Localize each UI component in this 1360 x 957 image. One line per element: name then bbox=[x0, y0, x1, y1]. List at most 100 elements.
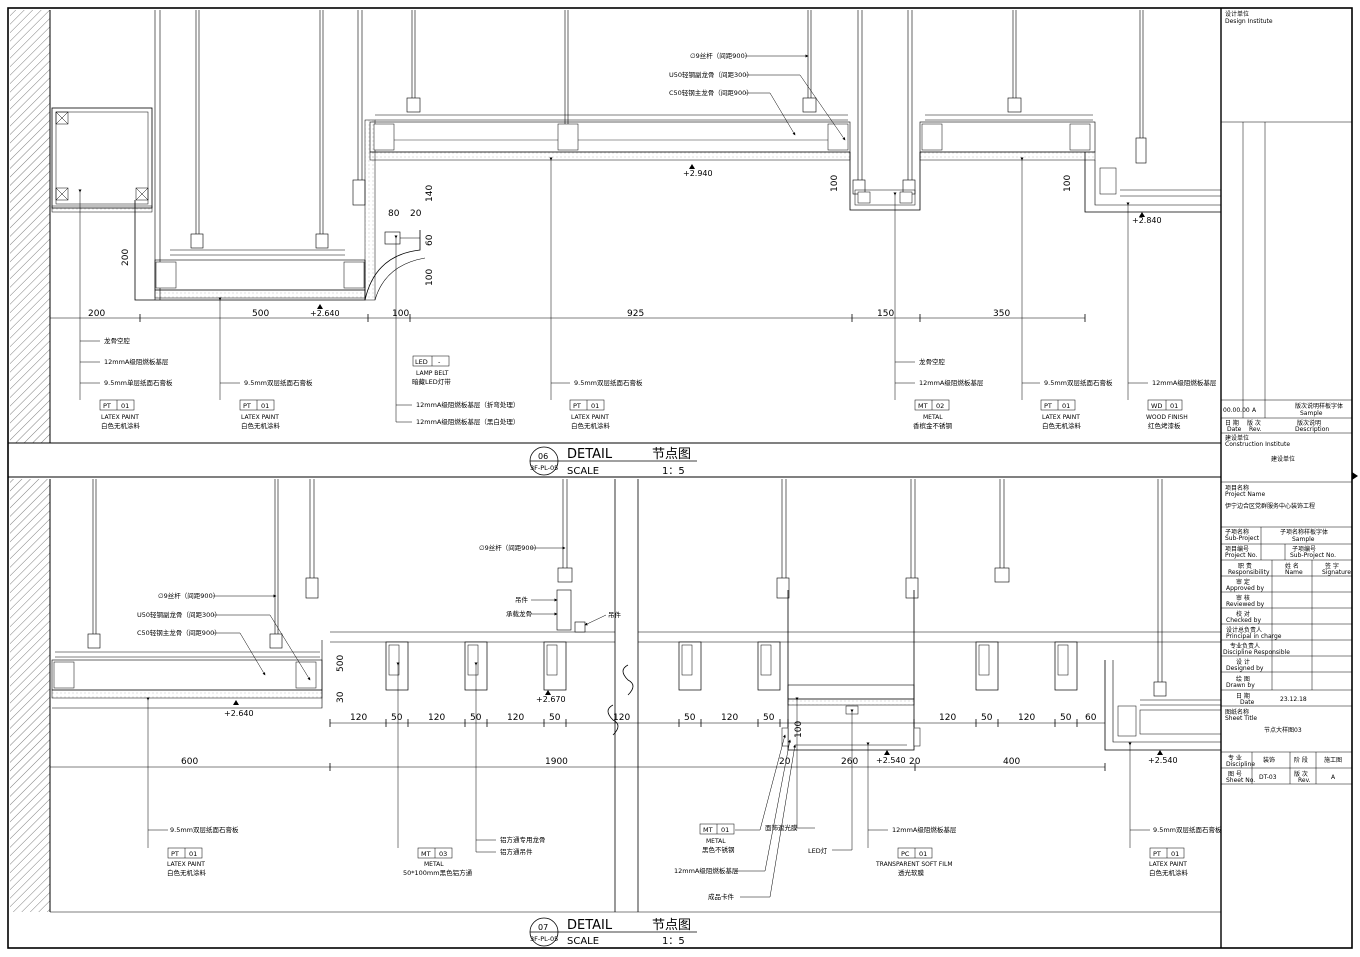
dim-07-18: 120 bbox=[939, 713, 956, 723]
note-06-a2: 9.5mm单层纸面石膏板 bbox=[104, 378, 173, 387]
detail-06-ref: 3F-PL-05 bbox=[530, 464, 558, 472]
tb-resp-en: Responsibility bbox=[1228, 569, 1270, 576]
dim-06-0: 200 bbox=[88, 309, 105, 319]
detail-07-scale: 1：5 bbox=[662, 936, 685, 947]
detail-06-scale-label: SCALE bbox=[567, 466, 599, 477]
tb-sheet-title-cn: 图纸名称 bbox=[1225, 708, 1249, 716]
detail-07-num: 07 bbox=[538, 923, 548, 932]
dim-06-12: 100 bbox=[830, 175, 840, 192]
dim-07-16: 260 bbox=[841, 757, 858, 767]
title-block: 设计单位 Design Institute 版次说明样板字体 Sample 00… bbox=[1221, 10, 1352, 785]
tb-subproject-value: 子项名称样板字体 bbox=[1280, 528, 1328, 536]
tag-06-1-code: PT bbox=[243, 402, 251, 410]
tag-07-3-code: PC bbox=[901, 850, 910, 858]
tb-role-6-cn: 绘 图 bbox=[1236, 675, 1250, 683]
detail-06-drawing: 200 500 100 925 150 350 200 140 80 20 60… bbox=[10, 10, 1221, 443]
tb-projno-cn: 项目编号 bbox=[1225, 545, 1249, 553]
tb-design-cn: 设计单位 bbox=[1225, 10, 1249, 18]
level-06-1: +2.940 bbox=[683, 169, 713, 178]
note-06-e1: 12mmA级阻燃板基层 bbox=[919, 378, 984, 387]
tb-sheet-title-value: 节点大样图03 bbox=[1264, 726, 1302, 734]
tag-06-5-en: LATEX PAINT bbox=[1042, 414, 1080, 421]
tb-rev-no: A bbox=[1252, 407, 1257, 414]
dim-07-12: 50 bbox=[684, 713, 696, 723]
material-tags-06: PT 01 LATEX PAINT 白色无机涂料 PT 01 LATEX PAI… bbox=[99, 355, 1188, 430]
tb-subno-en: Sub-Project No. bbox=[1290, 552, 1336, 559]
note-07-f0: 9.5mm双层纸面石膏板 bbox=[1153, 825, 1222, 834]
tag-06-2-code: LED bbox=[415, 358, 428, 366]
dim-06-7: 140 bbox=[425, 185, 435, 202]
note-06-c0: 12mmA级阻燃板基层（折弯处理） bbox=[416, 400, 519, 409]
dim-07-5: 120 bbox=[350, 713, 367, 723]
dim-07-3: 500 bbox=[336, 655, 346, 672]
note-06-d0: 9.5mm双层纸面石膏板 bbox=[574, 378, 643, 387]
dim-07-22: 60 bbox=[1085, 713, 1097, 723]
tb-subno-cn: 子项编号 bbox=[1292, 545, 1316, 553]
dim-06-11: 100 bbox=[425, 269, 435, 286]
note-07-c1: 成品卡件 bbox=[708, 892, 735, 901]
tb-role-0-cn: 审 定 bbox=[1236, 578, 1250, 586]
detail-06-title-en: DETAIL bbox=[567, 447, 613, 462]
tb-project-cn: 项目名称 bbox=[1225, 484, 1249, 492]
tb-project-en: Project Name bbox=[1225, 491, 1265, 498]
tag-07-1-en: METAL bbox=[424, 861, 444, 868]
wall-hatch-07 bbox=[10, 479, 50, 912]
callout-07-carrier: 承载龙骨 bbox=[506, 609, 532, 618]
tag-06-6-en: WOOD FINISH bbox=[1146, 414, 1188, 421]
tag-07-1-code: MT bbox=[421, 850, 431, 858]
callout-07-rod: ∅9丝杆（间距900） bbox=[158, 591, 219, 600]
note-06-g0: 12mmA级阻燃板基层 bbox=[1152, 378, 1217, 387]
tag-06-5-code: PT bbox=[1044, 402, 1052, 410]
wall-hatch bbox=[10, 10, 50, 443]
detail-06-num: 06 bbox=[538, 452, 548, 461]
dim-07-15: 20 bbox=[779, 757, 791, 767]
tag-06-5-no: 01 bbox=[1062, 402, 1070, 410]
tag-07-2-en: METAL bbox=[706, 838, 726, 845]
tag-07-0-en: LATEX PAINT bbox=[167, 861, 205, 868]
tag-06-4-en: METAL bbox=[923, 414, 943, 421]
detail-06-title-cn: 节点图 bbox=[652, 447, 691, 462]
tag-07-2-code: MT bbox=[703, 826, 713, 834]
dim-06-2: 100 bbox=[392, 309, 409, 319]
tb-date-label: 日 期 bbox=[1225, 419, 1239, 427]
tag-06-2-en: LAMP BELT bbox=[416, 370, 449, 377]
tag-07-3-en: TRANSPARENT SOFT FILM bbox=[875, 861, 953, 868]
dim-06-5: 350 bbox=[993, 309, 1010, 319]
detail-07-title-en: DETAIL bbox=[567, 918, 613, 933]
tb-resp-cn: 职 责 bbox=[1238, 562, 1252, 570]
tag-06-3-cn: 白色无机涂料 bbox=[571, 421, 611, 430]
tb-sign-en: Signature bbox=[1322, 569, 1351, 576]
detail-06-scale: 1：5 bbox=[662, 466, 685, 477]
tag-06-3-en: LATEX PAINT bbox=[571, 414, 609, 421]
tb-construction-cn: 建设单位 bbox=[1225, 434, 1249, 442]
callout-07-u50: U50轻钢副龙骨（间距300） bbox=[137, 610, 221, 619]
level-07-0: +2.640 bbox=[224, 709, 254, 718]
tb-daterow-cn: 日 期 bbox=[1236, 692, 1250, 700]
tag-07-1-cn: 50*100mm黑色铝方通 bbox=[403, 868, 473, 877]
dim-06-4: 150 bbox=[877, 309, 894, 319]
dim-07-13: 120 bbox=[721, 713, 738, 723]
tag-06-0-cn: 白色无机涂料 bbox=[101, 421, 141, 430]
note-06-f0: 9.5mm双层纸面石膏板 bbox=[1044, 378, 1113, 387]
tb-subproject-cn: 子项名称 bbox=[1225, 528, 1249, 536]
dim-06-9: 20 bbox=[410, 209, 422, 219]
tb-rev-date: 00.00.00 bbox=[1223, 407, 1250, 414]
note-07-d0: 面饰遮光膜 bbox=[765, 823, 798, 832]
dim-07-20: 120 bbox=[1018, 713, 1035, 723]
tag-07-2-no: 01 bbox=[721, 826, 729, 834]
tag-06-5-cn: 白色无机涂料 bbox=[1042, 421, 1082, 430]
dim-07-7: 120 bbox=[428, 713, 445, 723]
sheet-edge-arrow-icon bbox=[1352, 472, 1358, 480]
dim-06-10: 60 bbox=[425, 234, 435, 246]
tb-stage-cn: 阶 段 bbox=[1294, 756, 1308, 764]
tb-role-5-cn: 设 计 bbox=[1236, 658, 1250, 666]
tag-07-3-no: 01 bbox=[919, 850, 927, 858]
tag-06-4-code: MT bbox=[918, 402, 928, 410]
tag-07-0-cn: 白色无机涂料 bbox=[167, 868, 207, 877]
tb-rev-font: 版次说明样板字体 bbox=[1295, 402, 1343, 410]
tb-rev-label-en: Rev. bbox=[1249, 426, 1262, 433]
note-06-a0: 龙骨空腔 bbox=[104, 336, 131, 345]
note-07-d1: LED灯 bbox=[808, 846, 828, 855]
tb-subproject-value2: Sample bbox=[1292, 536, 1315, 543]
